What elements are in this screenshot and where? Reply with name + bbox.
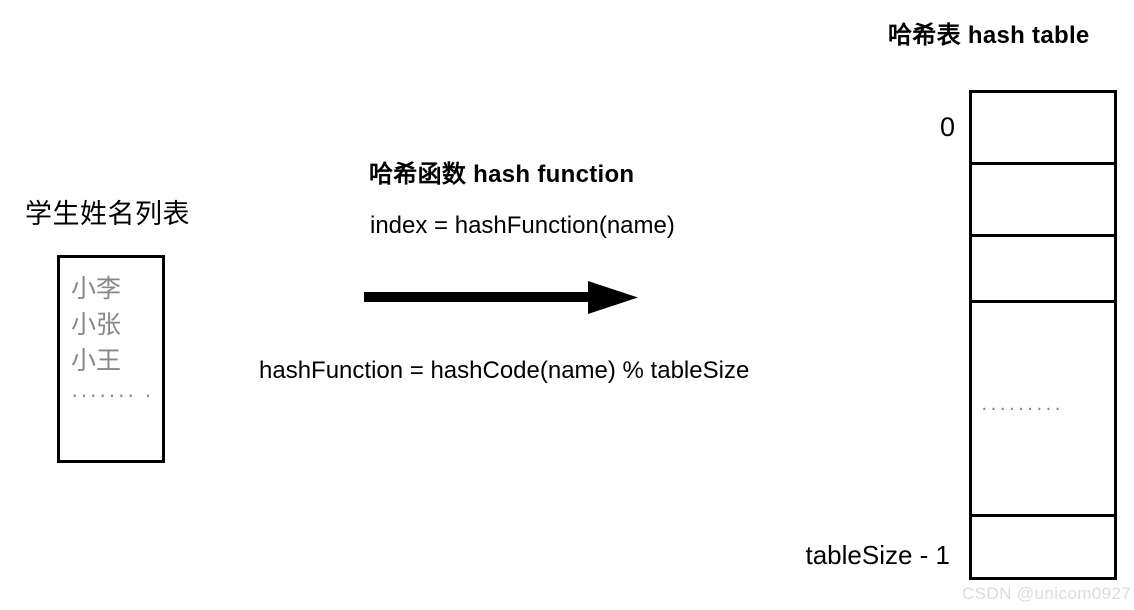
student-list-title: 学生姓名列表 xyxy=(25,199,190,229)
hash-function-definition: hashFunction = hashCode(name) % tableSiz… xyxy=(259,357,750,384)
watermark: CSDN @unicom0927 xyxy=(962,584,1132,603)
hash-function-title: 哈希函数 hash function xyxy=(369,161,635,188)
hash-table-cell xyxy=(972,237,1114,303)
hash-table-cell: ········· xyxy=(972,303,1114,517)
hash-table-cell xyxy=(972,165,1114,237)
student-list-items: 小李 小张 小王 ······· · xyxy=(71,271,154,411)
hash-table: ········· xyxy=(969,90,1117,580)
hash-index-formula: index = hashFunction(name) xyxy=(370,212,675,239)
hash-table-title: 哈希表 hash table xyxy=(888,22,1090,49)
hash-table-cell xyxy=(972,517,1114,577)
right-arrow-icon xyxy=(364,279,640,317)
hash-table-first-index-label: 0 xyxy=(939,112,955,142)
hash-table-cell xyxy=(972,93,1114,165)
student-list-box: 小李 小张 小王 ······· · xyxy=(57,255,165,463)
list-item: 小张 xyxy=(71,311,122,339)
hash-table-cell-ellipsis: ········· xyxy=(981,397,1064,419)
list-item: 小李 xyxy=(71,275,122,303)
hash-table-last-index-label: tableSize - 1 xyxy=(805,540,950,570)
list-item: 小王 xyxy=(71,347,122,375)
list-ellipsis: ······· · xyxy=(71,382,154,407)
